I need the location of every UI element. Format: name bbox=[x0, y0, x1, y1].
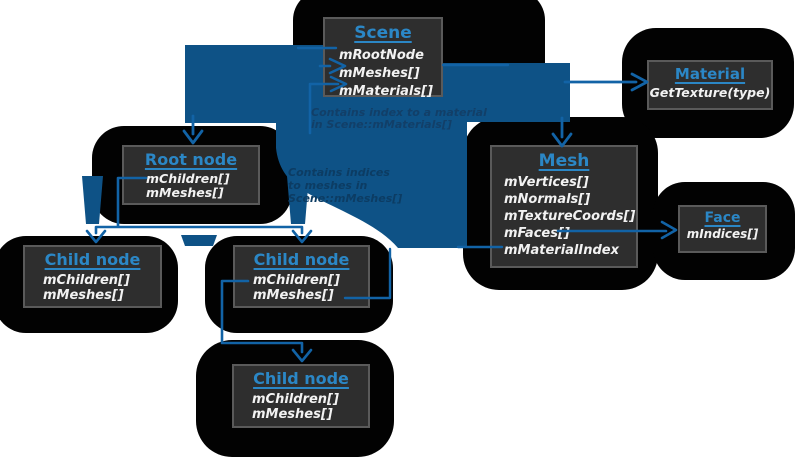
annotation-line: to meshes in bbox=[288, 179, 368, 192]
member-label: mTextureCoords[] bbox=[504, 209, 636, 224]
member-label: mMeshes[] bbox=[253, 288, 334, 303]
annotation-line: Contains index to a material bbox=[311, 106, 487, 119]
child-node-box-title: Child node bbox=[253, 369, 349, 388]
child-node-box-2: Child node mChildren[] mMeshes[] bbox=[233, 245, 370, 308]
annotation-line: Contains indices bbox=[288, 166, 390, 179]
member-label: mFaces[] bbox=[504, 226, 570, 241]
member-label: GetTexture(type) bbox=[649, 85, 771, 100]
child-node-box-title: Child node bbox=[44, 250, 141, 269]
member-label: mChildren[] bbox=[252, 392, 339, 407]
material-box: Material GetTexture(type) bbox=[647, 60, 773, 110]
annotation-mesh-index: Contains indices to meshes in Scene::mMe… bbox=[288, 166, 402, 205]
member-label: mMeshes[] bbox=[146, 185, 224, 200]
member-label: mMeshes[] bbox=[339, 66, 420, 81]
annotation-line: Scene::mMeshes[] bbox=[288, 192, 403, 205]
member-label: mNormals[] bbox=[504, 192, 591, 207]
root-node-box: Root node mChildren[] mMeshes[] bbox=[122, 145, 260, 205]
member-label: mMaterials[] bbox=[339, 84, 434, 99]
member-label: mMaterialIndex bbox=[504, 243, 619, 258]
scene-box-title: Scene bbox=[354, 23, 412, 43]
mesh-box: Mesh mVertices[] mNormals[] mTextureCoor… bbox=[490, 145, 638, 268]
root-node-box-title: Root node bbox=[144, 150, 238, 169]
member-label: mMeshes[] bbox=[252, 407, 333, 422]
child-node-box-3: Child node mChildren[] mMeshes[] bbox=[232, 364, 370, 428]
annotation-material-index: Contains index to a material in Scene::m… bbox=[311, 107, 487, 131]
material-box-title: Material bbox=[674, 65, 746, 83]
scene-box: Scene mRootNode mMeshes[] mMaterials[] bbox=[323, 17, 443, 99]
member-label: mIndices[] bbox=[686, 227, 759, 241]
member-label: mMeshes[] bbox=[43, 288, 124, 303]
face-box: Face mIndices[] bbox=[678, 205, 767, 253]
member-label: mChildren[] bbox=[43, 273, 130, 288]
member-label: mRootNode bbox=[339, 48, 424, 63]
face-box-title: Face bbox=[704, 210, 741, 226]
child-node-box-title: Child node bbox=[253, 250, 350, 269]
mesh-box-title: Mesh bbox=[538, 151, 590, 171]
member-label: mVertices[] bbox=[504, 175, 589, 190]
member-label: mChildren[] bbox=[253, 273, 340, 288]
child-node-box-1: Child node mChildren[] mMeshes[] bbox=[23, 245, 162, 308]
member-label: mChildren[] bbox=[146, 171, 230, 186]
annotation-line: in Scene::mMaterials[] bbox=[311, 118, 452, 131]
